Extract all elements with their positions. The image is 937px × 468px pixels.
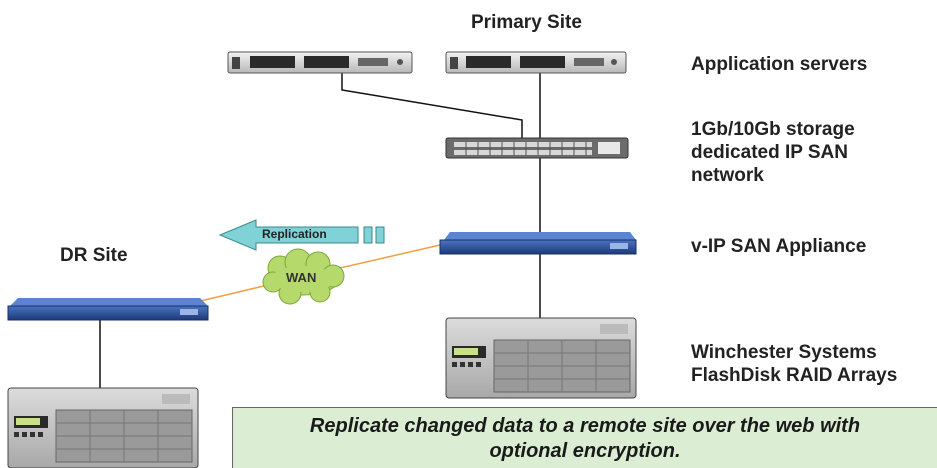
wan-label: WAN bbox=[286, 270, 317, 285]
primary-appliance bbox=[439, 232, 637, 255]
storage-network-line-3: network bbox=[691, 165, 764, 186]
network-links bbox=[99, 73, 541, 388]
raid-label-line-1: Winchester Systems bbox=[691, 342, 877, 363]
link-server1-switch bbox=[341, 73, 523, 138]
application-servers-label: Application servers bbox=[691, 54, 868, 75]
storage-network-line-2: dedicated IP SAN bbox=[691, 142, 848, 163]
replication-label: Replication bbox=[262, 227, 327, 241]
replication-arrow bbox=[218, 219, 385, 251]
storage-network-label: 1Gb/10Gb storage dedicated IP SAN networ… bbox=[691, 118, 855, 187]
raid-arrays-label: Winchester Systems FlashDisk RAID Arrays bbox=[691, 341, 897, 387]
dr-site-label: DR Site bbox=[60, 245, 128, 266]
ip-san-switch bbox=[445, 137, 629, 159]
raid-label-line-2: FlashDisk RAID Arrays bbox=[691, 365, 898, 386]
wan-link-dr bbox=[191, 284, 269, 304]
application-server-1 bbox=[227, 51, 413, 74]
storage-network-line-1: 1Gb/10Gb storage bbox=[691, 119, 855, 140]
dr-appliance bbox=[7, 298, 209, 321]
dr-raid-array bbox=[7, 387, 199, 468]
primary-raid-array bbox=[445, 317, 637, 399]
application-server-2 bbox=[445, 51, 627, 74]
banner-line-1: Replicate changed data to a remote site … bbox=[309, 415, 861, 437]
replication-banner: Replicate changed data to a remote site … bbox=[232, 407, 937, 468]
wan-link-primary bbox=[339, 244, 441, 269]
primary-site-label: Primary Site bbox=[471, 12, 582, 33]
wan-cloud bbox=[262, 248, 345, 305]
appliance-label: v-IP SAN Appliance bbox=[691, 236, 867, 257]
banner-line-2: optional encryption. bbox=[489, 440, 681, 462]
